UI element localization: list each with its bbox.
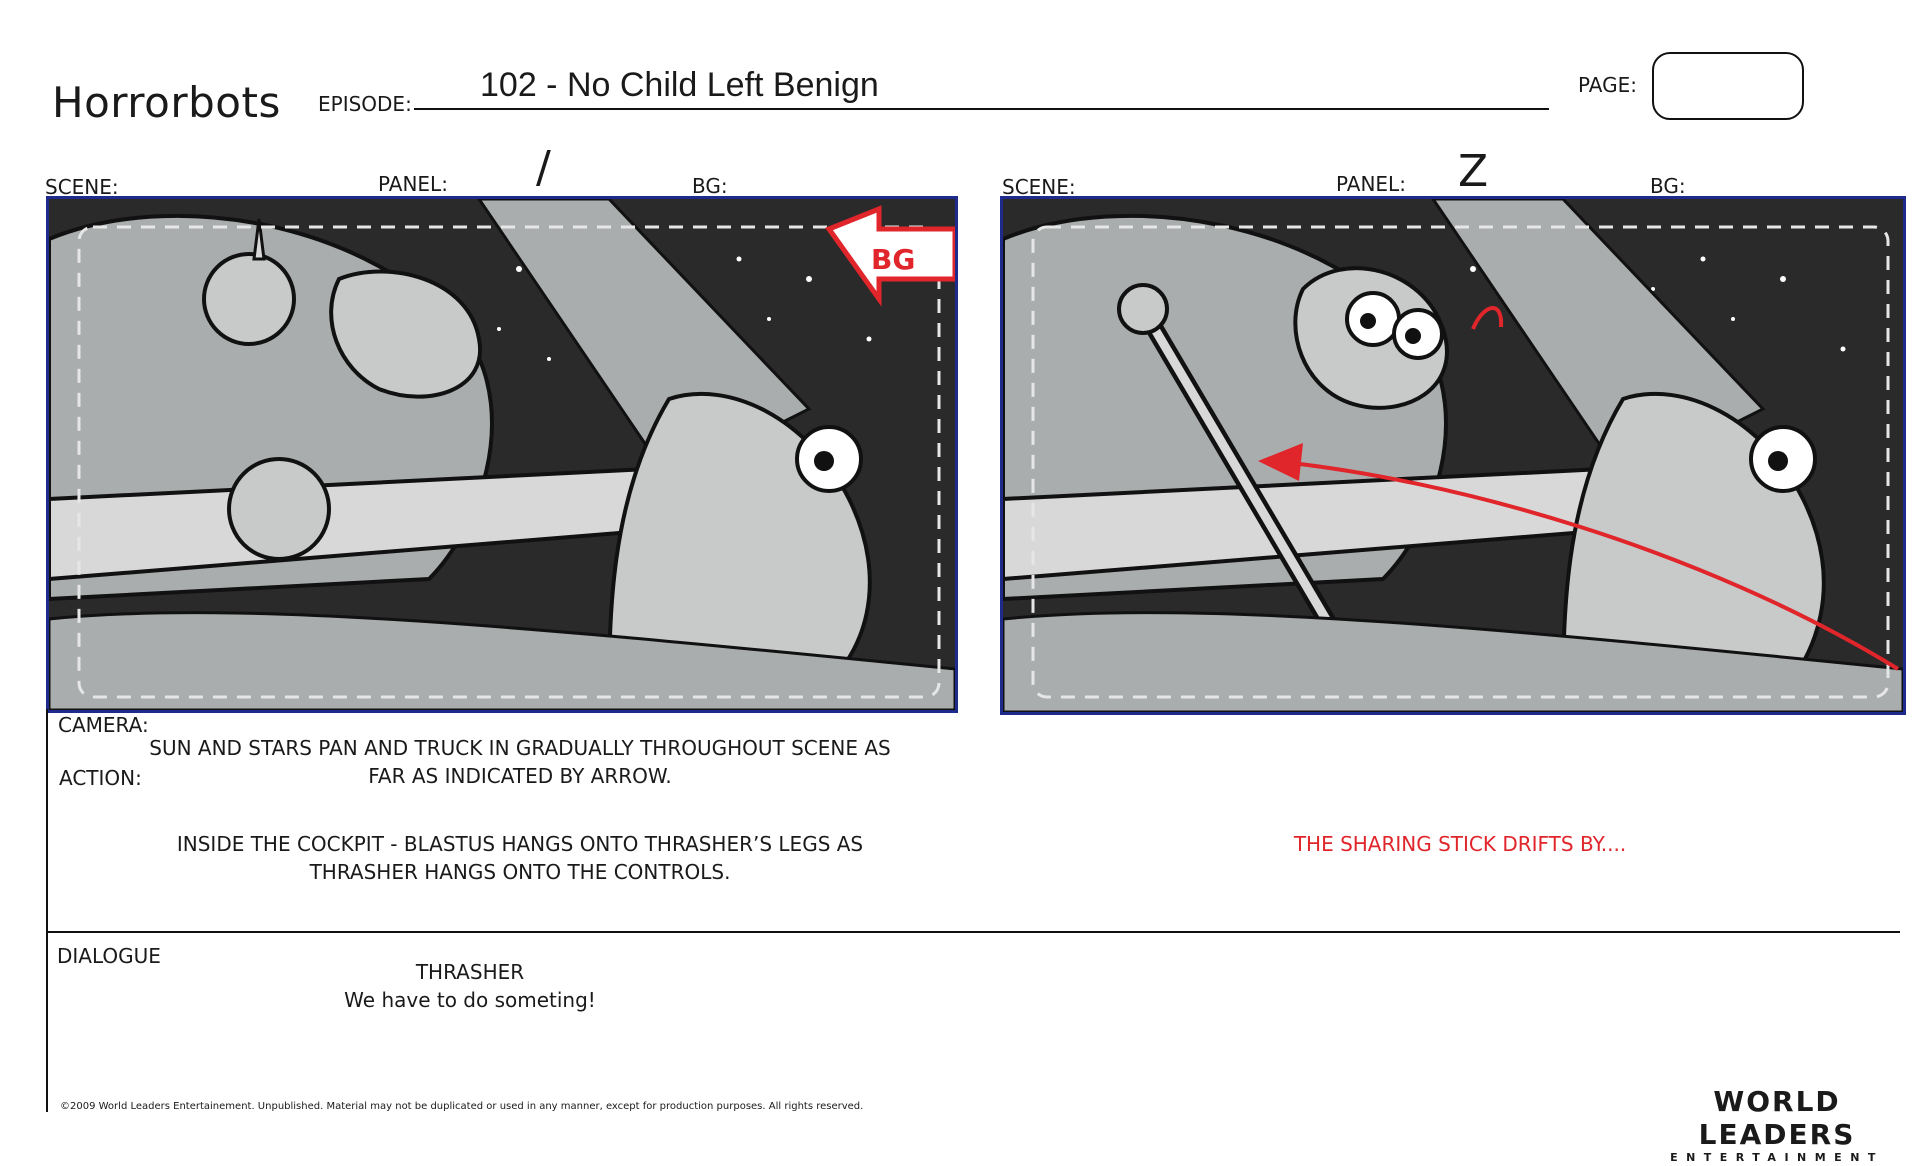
panel1-panel-number: /: [536, 142, 551, 193]
dialogue-line: We have to do someting!: [344, 988, 596, 1012]
brand-logo-bottom: ENTERTAINMENT: [1670, 1151, 1884, 1164]
robot-spike: [252, 218, 266, 261]
panel1-panel-label: PANEL:: [378, 172, 448, 196]
stick-drift-arrow: [1272, 459, 1900, 671]
panel2-panel-number: Z: [1458, 146, 1489, 197]
page-label: PAGE:: [1578, 73, 1637, 97]
panel2-panel-label: PANEL:: [1336, 172, 1406, 196]
camera-text-line-2: FAR AS INDICATED BY ARROW.: [368, 764, 672, 788]
stick-knob: [1117, 283, 1169, 335]
head-turn-arrow: [1471, 306, 1504, 330]
camera-text-line-1: SUN AND STARS PAN AND TRUCK IN GRADUALLY…: [149, 736, 891, 760]
panel1-bg-label: BG:: [692, 174, 728, 198]
action-text: INSIDE THE COCKPIT - BLASTUS HANGS ONTO …: [120, 830, 920, 886]
action-label: ACTION:: [59, 766, 142, 790]
notes-left-border: [46, 709, 48, 1112]
show-title: Horrorbots: [52, 78, 281, 127]
camera-label: CAMERA:: [58, 713, 149, 737]
storyboard-panel-1: BG: [46, 196, 958, 713]
copyright-notice: ©2009 World Leaders Entertainement. Unpu…: [60, 1101, 864, 1112]
safe-area-frame: [77, 225, 941, 699]
console-floor: [1003, 611, 1903, 712]
action-text-line-2: THRASHER HANGS ONTO THE CONTROLS.: [309, 860, 731, 884]
episode-label: EPISODE:: [318, 92, 412, 116]
robot-head: [329, 269, 483, 399]
robot-shoulder: [202, 252, 296, 346]
bg-arrow-label: BG: [871, 243, 915, 276]
page-number-box: [1652, 52, 1804, 120]
safe-area-frame: [1031, 225, 1890, 699]
panel1-scene-label: SCENE:: [45, 175, 119, 199]
stick-drift-arrowhead: [1258, 443, 1303, 481]
dialogue-character: THRASHER: [415, 960, 525, 984]
brand-logo-top: WORLD LEADERS: [1698, 1085, 1856, 1151]
dialogue-divider: [46, 931, 1900, 933]
camera-text: SUN AND STARS PAN AND TRUCK IN GRADUALLY…: [120, 734, 920, 790]
dialogue-label: DIALOGUE: [57, 944, 161, 968]
panel2-scene-label: SCENE:: [1002, 175, 1076, 199]
panel2-action-text: THE SHARING STICK DRIFTS BY....: [1293, 832, 1627, 856]
panel2-bg-label: BG:: [1650, 174, 1686, 198]
panel-1-sketch: BG: [49, 199, 955, 710]
panel-2-sketch: [1003, 199, 1903, 712]
brand-logo: WORLD LEADERS ENTERTAINMENT: [1652, 1085, 1902, 1164]
episode-underline: [414, 108, 1549, 110]
bg-arrow-note: BG: [825, 205, 955, 307]
lever-knob: [227, 457, 331, 561]
storyboard-panel-2: [1000, 196, 1906, 715]
action-text-line-1: INSIDE THE COCKPIT - BLASTUS HANGS ONTO …: [176, 832, 864, 856]
dialogue-block: THRASHER We have to do someting!: [270, 958, 670, 1014]
episode-value: 102 - No Child Left Benign: [480, 66, 879, 104]
console-floor: [49, 611, 955, 710]
